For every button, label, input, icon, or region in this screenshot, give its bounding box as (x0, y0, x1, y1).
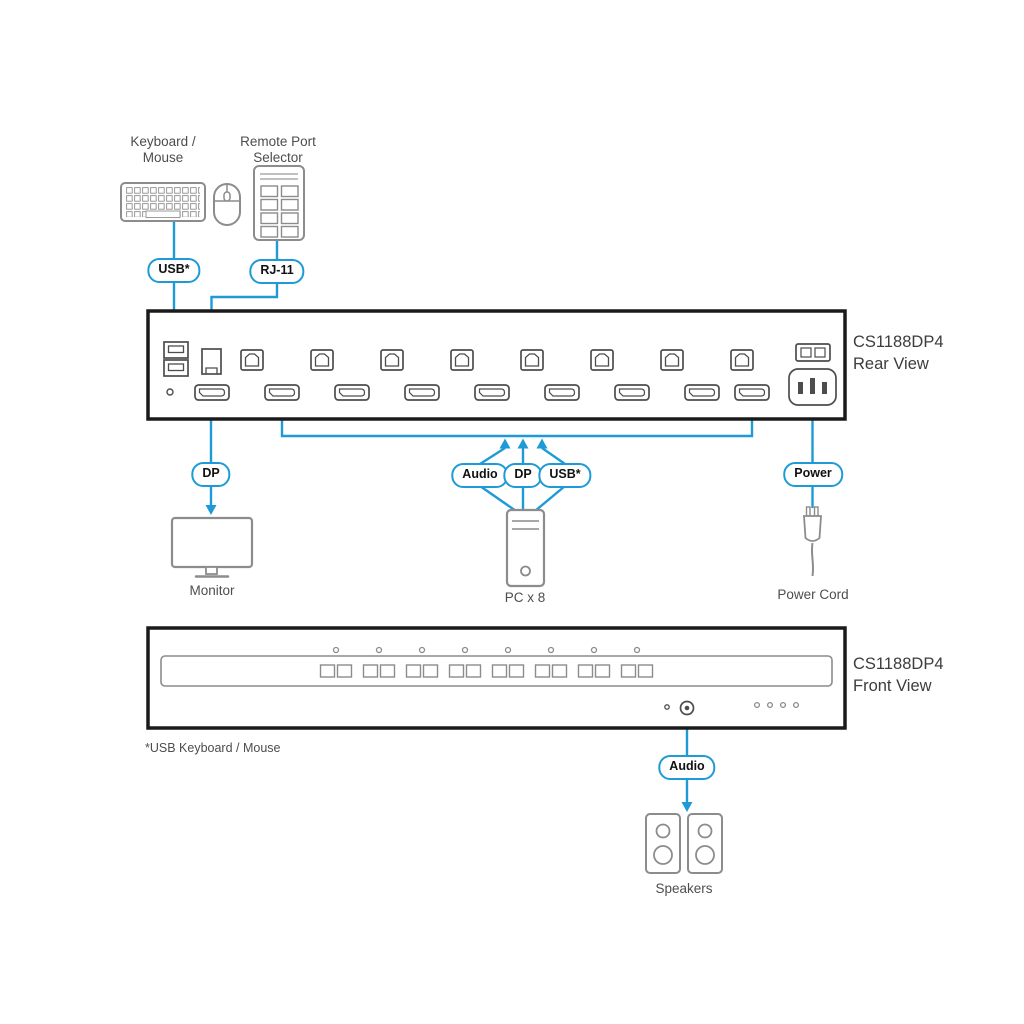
dp-port (734, 384, 770, 401)
port-led (590, 646, 598, 654)
audio-up-arrow (499, 438, 511, 449)
dp-port (264, 384, 300, 401)
power-pill: Power (783, 462, 843, 487)
audio-pc-pill: Audio (451, 463, 509, 488)
usb-footnote: *USB Keyboard / Mouse (145, 741, 281, 755)
remote-selector-label-line2: Selector (253, 150, 303, 165)
dp-port (404, 384, 440, 401)
dp-up-arrow (517, 438, 529, 449)
port-led (547, 646, 555, 654)
status-led (792, 701, 800, 709)
power-switch (795, 343, 831, 362)
remote-selector-label: Remote Port Selector (240, 134, 316, 166)
keyboard-mouse-label-line2: Mouse (142, 150, 184, 165)
audio-speakers-arrow (681, 802, 693, 812)
rj11-pill: RJ-11 (249, 259, 305, 284)
rear-panel (146, 309, 847, 421)
front-view-label: Front View (853, 677, 932, 695)
usb-pc-pill: USB* (538, 463, 592, 488)
port-led (375, 646, 383, 654)
usb-b-port (380, 349, 404, 371)
monitor-label: Monitor (189, 583, 235, 598)
audio-pc-line (479, 446, 517, 512)
usb-a-port (163, 359, 189, 377)
status-led (766, 701, 774, 709)
rear-view-model: CS1188DP4 (853, 333, 944, 351)
keyboard-mouse-label-line1: Keyboard / (130, 134, 196, 149)
usb-b-port (310, 349, 334, 371)
usb-b-port (730, 349, 754, 371)
usb-pc-line (534, 447, 566, 512)
keyboard-mouse-label: Keyboard / Mouse (130, 134, 195, 166)
pc-label: PC x 8 (504, 590, 546, 605)
front-view-title: CS1188DP4 Front View (853, 653, 944, 697)
dp-port (194, 384, 230, 401)
usb-b-port (590, 349, 614, 371)
audio-speakers-pill: Audio (658, 755, 716, 780)
port-led (332, 646, 340, 654)
port-led (504, 646, 512, 654)
monitor-icon (170, 516, 254, 578)
usb-console-pill: USB* (147, 258, 201, 283)
usb-b-port (240, 349, 264, 371)
speakers-label: Speakers (655, 881, 713, 896)
front-led (664, 704, 670, 710)
keyboard-icon (120, 182, 206, 222)
front-audio-jack (679, 700, 695, 716)
power-cord-icon (803, 506, 822, 577)
power-cord-label: Power Cord (777, 587, 849, 602)
dp-port (614, 384, 650, 401)
mouse-icon (213, 183, 241, 226)
dp-monitor-arrow (205, 505, 217, 515)
usb-b-port (450, 349, 474, 371)
dp-monitor-pill: DP (191, 462, 231, 487)
dp-port (474, 384, 510, 401)
front-view-model: CS1188DP4 (853, 655, 944, 673)
status-led (779, 701, 787, 709)
dp-pc-pill: DP (503, 463, 543, 488)
remote-selector-label-line1: Remote Port (240, 134, 316, 149)
usb-up-arrow (536, 438, 548, 449)
remote-port-selector-icon (253, 165, 305, 241)
port-led (633, 646, 641, 654)
rear-view-title: CS1188DP4 Rear View (853, 331, 944, 375)
usb-b-port (520, 349, 544, 371)
rear-view-label: Rear View (853, 355, 929, 373)
speakers-icon (645, 813, 723, 874)
pc-icon (505, 508, 546, 588)
usb-b-port (660, 349, 684, 371)
rj11-port (201, 348, 222, 375)
dp-port (684, 384, 720, 401)
status-led (753, 701, 761, 709)
power-inlet (788, 368, 837, 406)
port-led (461, 646, 469, 654)
usb-a-port (163, 341, 189, 359)
dp-port (334, 384, 370, 401)
ground-screw (166, 388, 174, 396)
port-led (418, 646, 426, 654)
dp-port (544, 384, 580, 401)
front-panel (146, 626, 847, 730)
